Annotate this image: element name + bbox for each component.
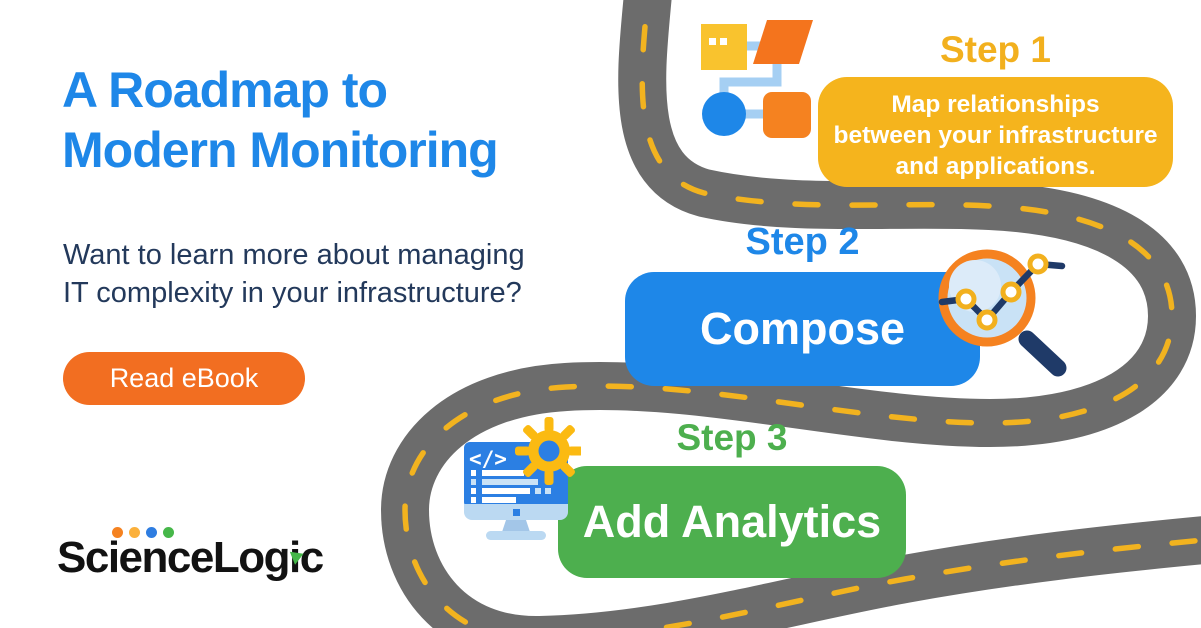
trend-point bbox=[955, 288, 977, 310]
code-dot bbox=[545, 488, 551, 494]
step-2-heading: Step 2 bbox=[745, 221, 860, 263]
code-bullet bbox=[471, 470, 476, 476]
flowchart-circle-node bbox=[702, 92, 746, 136]
step-1-callout: Map relationships between your infrastru… bbox=[818, 77, 1173, 187]
logo-dot-orange bbox=[112, 527, 123, 538]
step-1-heading: Step 1 bbox=[939, 29, 1052, 70]
flowchart-yellow-node bbox=[701, 24, 747, 70]
read-ebook-button[interactable]: Read eBook bbox=[63, 352, 305, 405]
intro-line-1: Want to learn more about managing bbox=[63, 239, 525, 271]
magnifier-handle bbox=[1018, 330, 1067, 377]
code-bar bbox=[482, 470, 524, 476]
trend-point bbox=[1000, 281, 1022, 303]
step-2-callout: Compose bbox=[625, 272, 980, 386]
gear-center bbox=[538, 440, 560, 462]
step-1-text-line-2: between your infrastructure bbox=[833, 122, 1158, 149]
code-bar bbox=[482, 479, 538, 485]
code-monitor-icon: </> bbox=[464, 417, 581, 540]
monitor-base bbox=[486, 531, 546, 540]
intro-line-2: IT complexity in your infrastructure? bbox=[63, 277, 522, 309]
sciencelogic-logo: ScienceLogic bbox=[57, 533, 324, 582]
page-title-line-2: Modern Monitoring bbox=[62, 122, 499, 178]
code-bullet bbox=[471, 488, 476, 494]
intro-text: Want to learn more about managing IT com… bbox=[63, 236, 525, 312]
logo-dots bbox=[112, 527, 174, 538]
flowchart-parallelogram-node bbox=[753, 20, 813, 64]
code-dot bbox=[535, 488, 541, 494]
monitor-stand bbox=[502, 520, 530, 532]
monitor-button bbox=[513, 509, 520, 516]
code-glyph: </> bbox=[469, 447, 507, 471]
road-center-line bbox=[402, 0, 1201, 628]
step-3-text: Add Analytics bbox=[582, 496, 882, 547]
logo-dot-amber bbox=[129, 527, 140, 538]
flowchart-node-dot bbox=[709, 38, 716, 45]
code-bar bbox=[482, 488, 530, 494]
logo-dot-green bbox=[163, 527, 174, 538]
code-bullet bbox=[471, 497, 476, 503]
code-bar bbox=[482, 497, 516, 503]
flowchart-icon bbox=[701, 20, 813, 138]
trend-point bbox=[1027, 253, 1049, 275]
logo-dot-blue bbox=[146, 527, 157, 538]
flowchart-node-dot bbox=[720, 38, 727, 45]
code-bullet bbox=[471, 479, 476, 485]
page-title: A Roadmap to Modern Monitoring bbox=[62, 60, 499, 180]
step-2-text: Compose bbox=[699, 303, 906, 354]
trend-point bbox=[976, 309, 998, 331]
page-title-line-1: A Roadmap to bbox=[62, 62, 388, 118]
step-1-text-line-3: and applications. bbox=[895, 153, 1096, 180]
step-3-callout: Add Analytics bbox=[558, 466, 906, 578]
gear-icon bbox=[515, 417, 581, 485]
step-1-text-line-1: Map relationships bbox=[891, 91, 1100, 118]
step-3-heading: Step 3 bbox=[676, 417, 788, 458]
magnifier-chart-icon bbox=[938, 249, 1067, 377]
flowchart-square-node bbox=[763, 92, 811, 138]
